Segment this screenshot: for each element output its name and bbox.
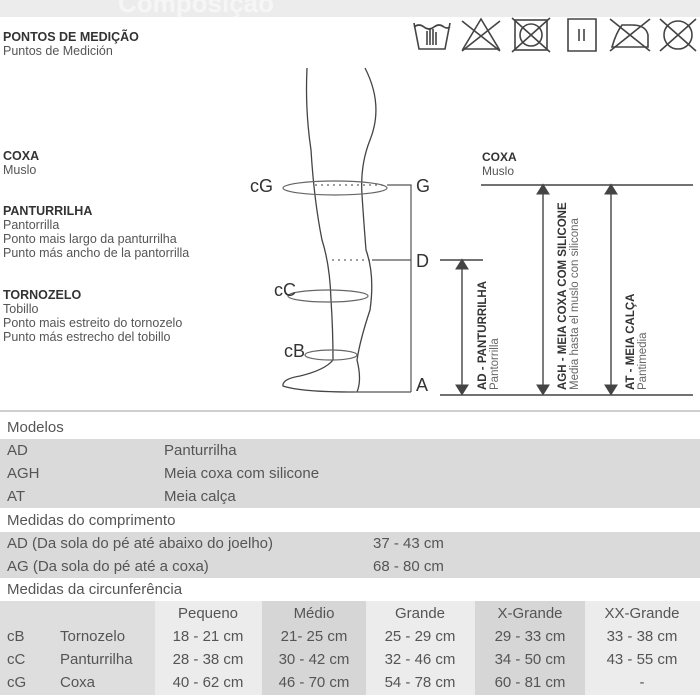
length-bracket [355, 184, 412, 393]
panturrilha-label-es: Pantorrilla [3, 218, 60, 232]
table-row: AT Meia calça [0, 485, 700, 508]
size-value: 33 - 38 cm [606, 628, 678, 645]
coxa-right-label-es: Muslo [482, 164, 514, 178]
cb-label: cB [284, 341, 305, 361]
row-code: cG [7, 674, 27, 691]
modelos-title: Modelos [7, 419, 64, 436]
cc-label: cC [274, 280, 296, 300]
size-value: 28 - 38 cm [172, 651, 244, 668]
top-band: Composição [0, 0, 700, 17]
size-header: XX-Grande [604, 605, 680, 622]
size-value: - [639, 674, 645, 691]
coxa-label-es: Muslo [3, 163, 37, 177]
no-iron-icon [609, 18, 651, 52]
size-value: 46 - 70 cm [278, 674, 350, 691]
cg-ellipse [282, 180, 388, 196]
size-value: 43 - 55 cm [606, 651, 678, 668]
model-name: Meia calça [164, 488, 236, 505]
modelos-header: Modelos [0, 416, 700, 439]
cg-label: cG [250, 176, 273, 196]
leg-outline [282, 67, 377, 393]
at-vertical-label-es: Pantimedia [637, 332, 649, 390]
tornozelo-desc-es: Punto más estrecho del tobillo [3, 330, 171, 344]
table-row: AGH Meia coxa com silicone [0, 462, 700, 485]
g-label: G [416, 176, 430, 196]
care-icons [413, 17, 697, 53]
agh-vertical-label: AGH - MEIA COXA COM SILICONE [557, 202, 569, 390]
comprimento-title: Medidas do comprimento [7, 512, 176, 529]
tornozelo-label-es: Tobillo [3, 302, 39, 316]
length-value: 68 - 80 cm [373, 558, 444, 575]
size-value: 40 - 62 cm [172, 674, 244, 691]
row-name: Tornozelo [60, 628, 126, 645]
model-code: AT [7, 488, 26, 505]
model-name: Meia coxa com silicone [164, 465, 320, 482]
size-header: Grande [394, 605, 446, 622]
table-row: AD Panturrilha [0, 439, 700, 462]
row-code: cC [7, 651, 26, 668]
no-bleach-icon [461, 17, 501, 52]
d-label: D [416, 251, 429, 271]
size-value: 21- 25 cm [280, 628, 348, 645]
label-column [0, 601, 155, 695]
model-code: AGH [7, 465, 40, 482]
size-header: X-Grande [497, 605, 563, 622]
measure-dotted-lines [315, 184, 388, 261]
leg-diagram: cG cC cB G D A COXA Muslo AD - PANTURRIL… [250, 67, 693, 396]
model-name: Panturrilha [164, 442, 237, 459]
row-name: Panturrilha [60, 651, 133, 668]
at-vertical-label: AT - MEIA CALÇA [625, 294, 637, 390]
size-value: 29 - 33 cm [494, 628, 566, 645]
ad-vertical-label: AD - PANTURRILHA [477, 281, 489, 390]
size-column [585, 601, 700, 695]
size-column [475, 601, 585, 695]
table-row: AD (Da sola do pé até abaixo do joelho) 3… [0, 532, 700, 555]
circunferencia-title: Medidas da circunferência [7, 581, 183, 598]
panturrilha-label: PANTURRILHA [3, 204, 93, 218]
tornozelo-desc-pt: Ponto mais estreito do tornozelo [3, 316, 183, 330]
tornozelo-label: TORNOZELO [3, 288, 82, 302]
size-value: 25 - 29 cm [384, 628, 456, 645]
size-header: Pequeno [177, 605, 239, 622]
size-column [155, 601, 262, 695]
model-code: AD [7, 442, 28, 459]
size-column [262, 601, 366, 695]
length-label: AG (Da sola do pé até a coxa) [7, 558, 209, 575]
length-label: AD (Da sola do pé até abaixo do joelho) [7, 535, 274, 552]
size-table: Pequeno Médio Grande X-Grande XX-Grande cB Tor… [0, 601, 700, 695]
panturrilha-desc-es: Punto más ancho de la pantorrilla [3, 246, 190, 260]
divider [0, 410, 700, 412]
cb-ellipse [304, 349, 358, 361]
row-code: cB [7, 628, 25, 645]
comprimento-header: Medidas do comprimento [0, 509, 700, 532]
size-value: 60 - 81 cm [494, 674, 566, 691]
size-value: 30 - 42 cm [278, 651, 350, 668]
top-band-title: Composição [118, 0, 275, 17]
a-label: A [416, 375, 428, 395]
size-value: 18 - 21 cm [172, 628, 244, 645]
size-value: 32 - 46 cm [384, 651, 456, 668]
cc-ellipse [287, 289, 369, 303]
no-tumble-dry-icon [511, 17, 551, 53]
agh-vertical-label-es: Media hasta el muslo con silicona [569, 217, 581, 390]
length-value: 37 - 43 cm [373, 535, 444, 552]
size-column [366, 601, 475, 695]
size-value: 54 - 78 cm [384, 674, 456, 691]
measure-points-title-es: Puntos de Medición [3, 44, 113, 58]
table-row: AG (Da sola do pé até a coxa) 68 - 80 cm [0, 555, 700, 578]
no-dry-clean-icon [659, 18, 697, 52]
measure-points-title: PONTOS DE MEDIÇÃO [3, 30, 139, 44]
size-header: Médio [293, 605, 335, 622]
hand-wash-icon [413, 22, 451, 50]
coxa-right-label: COXA [482, 150, 517, 164]
size-value: 34 - 50 cm [494, 651, 566, 668]
ad-vertical-label-es: Pantorrilla [489, 338, 501, 390]
circunferencia-header: Medidas da circunferência [0, 578, 700, 601]
coxa-label: COXA [3, 149, 40, 163]
line-dry-icon [567, 18, 597, 52]
panturrilha-desc-pt: Ponto mais largo da panturrilha [3, 232, 177, 246]
row-name: Coxa [60, 674, 96, 691]
